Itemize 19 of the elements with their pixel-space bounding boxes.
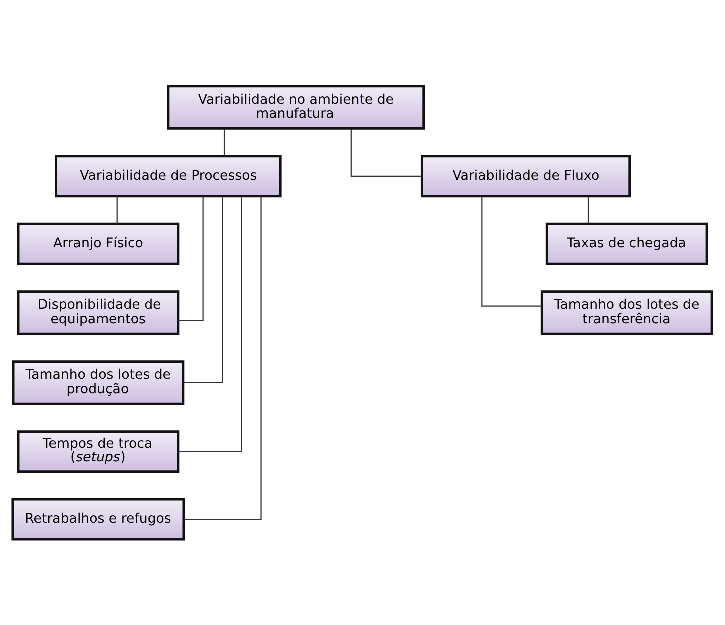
node-box: Variabilidade de Fluxo: [420, 154, 632, 198]
node-box: Variabilidade no ambiente de manufatura: [167, 84, 426, 130]
node-box: Retrabalhos e refugos: [12, 498, 186, 540]
connector: [482, 196, 542, 306]
node-box: Tamanho dos lotes de produção: [12, 360, 185, 405]
connector: [116, 196, 118, 224]
node-box: Taxas de chegada: [546, 222, 708, 265]
node-box: Variabilidade de Processos: [55, 154, 282, 198]
node-box: Tempos de troca (setups): [17, 430, 180, 473]
connector: [350, 128, 422, 176]
connector: [178, 196, 204, 321]
connector: [588, 196, 590, 224]
node-box: Arranjo Físico: [17, 222, 180, 265]
connector: [178, 196, 242, 452]
node-box: Disponibilidade de equipamentos: [17, 290, 180, 335]
connector: [184, 196, 262, 520]
node-box: Tamanho dos lotes de transferência: [540, 290, 714, 335]
connector: [184, 196, 224, 384]
connector: [224, 128, 226, 156]
